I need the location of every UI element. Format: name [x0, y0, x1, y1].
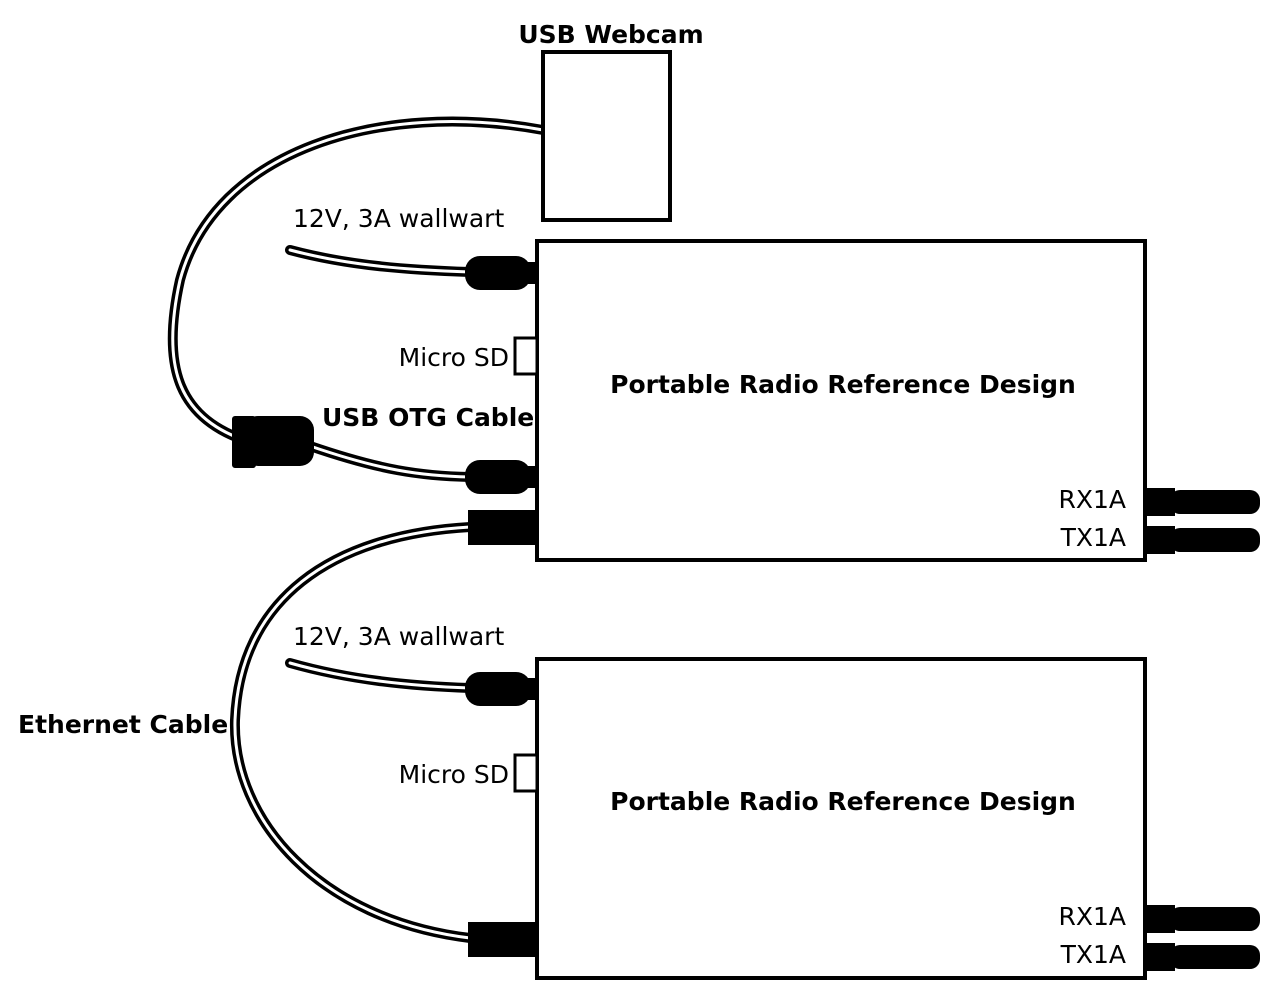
rx-label-bottom: RX1A	[1058, 902, 1126, 931]
wallwart-label-bottom: 12V, 3A wallwart	[293, 622, 504, 651]
wallwart-cable-bottom	[285, 658, 475, 693]
microsd-label-bottom: Micro SD	[399, 760, 509, 789]
otg-cable-wire	[305, 441, 475, 482]
ethernet-port-top	[468, 510, 537, 545]
webcam-label: USB Webcam	[518, 20, 703, 49]
power-plug-top	[465, 256, 537, 290]
wallwart-cable-top	[285, 245, 475, 277]
otg-connector	[232, 416, 314, 468]
ethernet-cable-label: Ethernet Cable	[18, 710, 228, 739]
rx-antenna-bottom	[1145, 905, 1260, 933]
radio-board-top	[535, 239, 1147, 562]
microsd-slot-bottom	[513, 753, 539, 793]
tx-label-top: TX1A	[1060, 523, 1126, 552]
rx-label-top: RX1A	[1058, 485, 1126, 514]
tx-label-bottom: TX1A	[1060, 940, 1126, 969]
rx-antenna-top	[1145, 488, 1260, 516]
ethernet-cable-wire	[229, 522, 475, 943]
otg-cable-label: USB OTG Cable	[322, 403, 534, 432]
wallwart-label-top: 12V, 3A wallwart	[293, 204, 504, 233]
usb-webcam-box	[541, 50, 672, 222]
power-plug-bottom	[465, 672, 537, 706]
tx-antenna-bottom	[1145, 943, 1260, 971]
ethernet-port-bottom	[468, 922, 537, 957]
microsd-slot-top	[513, 336, 539, 376]
otg-plug-board	[465, 460, 537, 494]
tx-antenna-top	[1145, 526, 1260, 554]
board-title-top: Portable Radio Reference Design	[610, 370, 1076, 399]
radio-board-bottom	[535, 657, 1147, 980]
board-title-bottom: Portable Radio Reference Design	[610, 787, 1076, 816]
webcam-usb-cable	[167, 116, 548, 447]
microsd-label-top: Micro SD	[399, 343, 509, 372]
